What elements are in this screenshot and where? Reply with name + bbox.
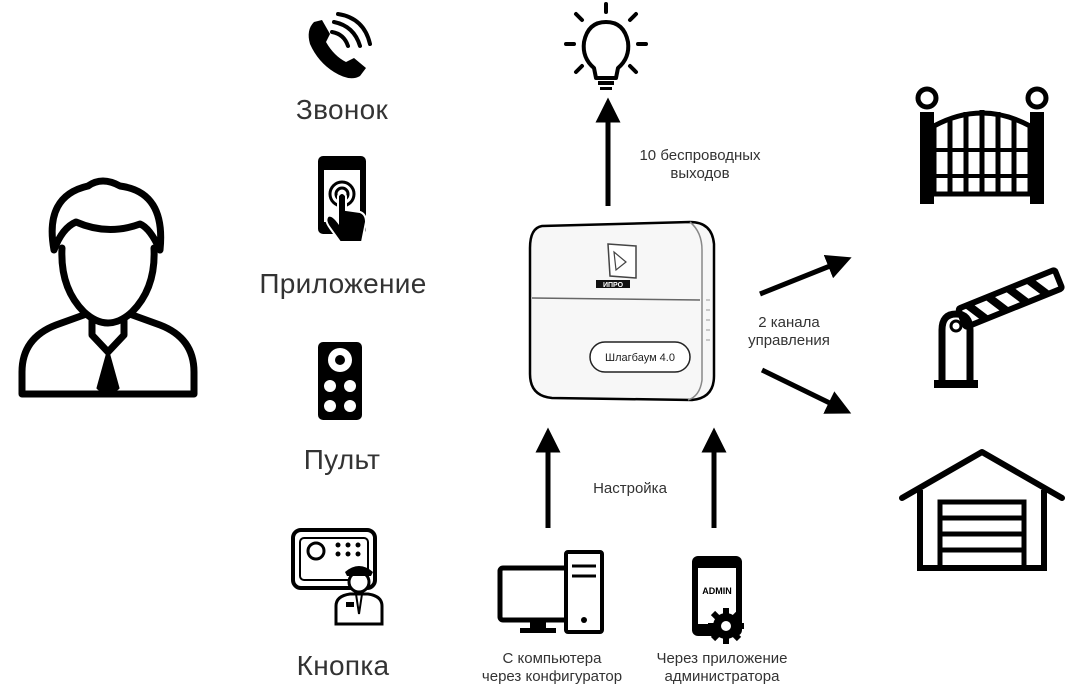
remote-control-icon xyxy=(318,342,362,420)
device-model-badge xyxy=(589,341,691,373)
device-model-text: Шлагбаум 4.0 xyxy=(605,352,675,364)
device-brand-text: ИПРО xyxy=(603,282,624,289)
pc-config-line2: через конфигуратор xyxy=(481,668,623,685)
barrier-icon xyxy=(934,267,1065,388)
app-label: Приложение xyxy=(259,268,427,299)
button-label: Кнопка xyxy=(296,650,390,681)
user-icon xyxy=(18,177,198,398)
controller-device: ИПРО Шлагбаум 4.0 xyxy=(528,220,716,402)
intercom-guard-icon xyxy=(291,528,384,626)
pc-config-line1: С компьютера xyxy=(502,650,602,667)
computer-icon xyxy=(497,550,604,634)
light-bulb-icon xyxy=(564,2,648,90)
admin-app-label: Через приложение администратора xyxy=(640,650,804,686)
admin-screen-text: ADMIN xyxy=(702,586,732,596)
device-brand-plate xyxy=(596,280,630,288)
admin-phone-icon: ADMIN xyxy=(692,556,744,644)
smartphone-touch-icon xyxy=(318,156,368,243)
wireless-outputs-line1: 10 беспроводных xyxy=(639,147,761,164)
setup-label: Настройка xyxy=(593,480,667,497)
arrow-to-garage xyxy=(760,367,852,414)
remote-label: Пульт xyxy=(303,444,381,475)
admin-app-line1: Через приложение xyxy=(656,650,788,667)
control-channels-label: 2 канала управления xyxy=(724,314,854,350)
arrow-to-gate xyxy=(759,255,852,297)
phone-call-icon xyxy=(308,12,372,79)
call-label: Звонок xyxy=(295,94,389,125)
pc-config-label: С компьютера через конфигуратор xyxy=(468,650,636,686)
control-channels-line1: 2 канала xyxy=(758,314,820,331)
control-channels-line2: управления xyxy=(748,332,830,349)
gate-icon xyxy=(915,86,1049,204)
wireless-outputs-line2: выходов xyxy=(670,165,730,182)
garage-icon xyxy=(899,449,1065,571)
gear-icon xyxy=(708,608,744,644)
wireless-outputs-label: 10 беспроводных выходов xyxy=(620,147,780,183)
admin-app-line2: администратора xyxy=(664,668,780,685)
